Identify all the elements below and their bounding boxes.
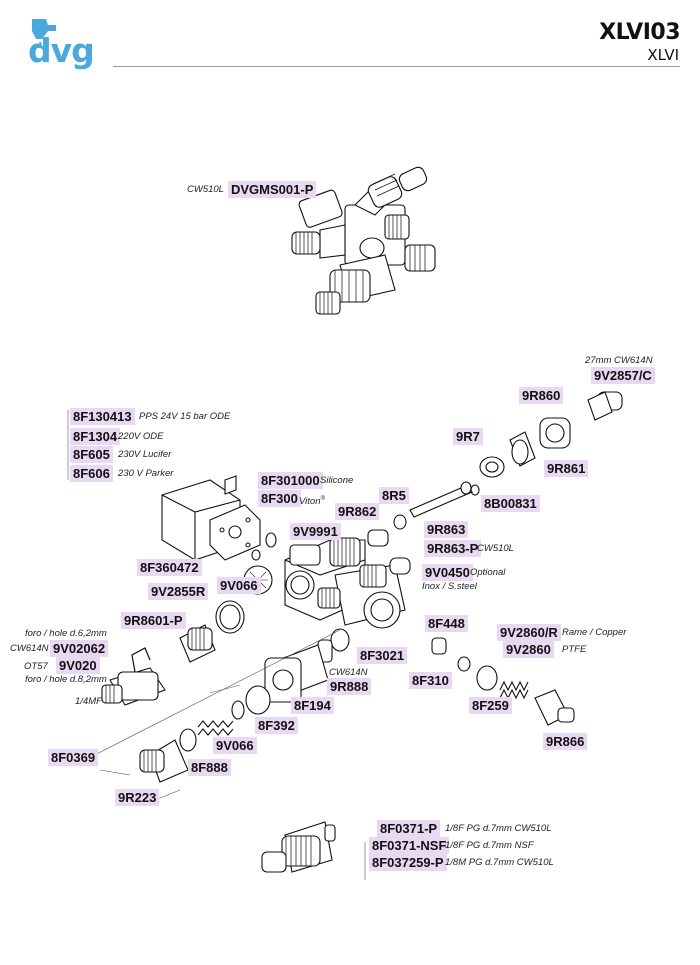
header-rule bbox=[113, 66, 680, 67]
label-8f301000[interactable]: 8F301000 bbox=[258, 472, 323, 489]
label-9v066-a[interactable]: 9V066 bbox=[217, 577, 261, 594]
label-8f259[interactable]: 8F259 bbox=[469, 697, 512, 714]
page-subtitle: XLVI bbox=[647, 46, 679, 64]
note-9v0450-material: Inox / S.steel bbox=[422, 581, 477, 592]
label-9r862[interactable]: 9R862 bbox=[335, 503, 380, 520]
leader-lines bbox=[67, 410, 366, 880]
label-8f0371nsf[interactable]: 8F0371-NSF bbox=[369, 837, 450, 854]
note-9r888-material: CW614N bbox=[329, 667, 368, 678]
note-hole-8-2: foro / hole d.8,2mm bbox=[25, 674, 107, 685]
note-8f0371p: 1/8F PG d.7mm CW510L bbox=[445, 823, 552, 834]
oring-drawing bbox=[265, 532, 277, 548]
label-8f605[interactable]: 8F605 bbox=[70, 446, 113, 463]
label-9r888[interactable]: 9R888 bbox=[327, 678, 372, 695]
label-9v2857c[interactable]: 9V2857/C bbox=[591, 367, 655, 384]
label-9v020[interactable]: 9V020 bbox=[56, 657, 100, 674]
label-8f360472[interactable]: 8F360472 bbox=[137, 559, 202, 576]
registered-mark: ® bbox=[320, 496, 325, 502]
assembly-material-note: CW510L bbox=[187, 184, 224, 195]
upper-fittings-drawing bbox=[367, 391, 623, 575]
label-9v066-b[interactable]: 9V066 bbox=[213, 737, 257, 754]
note-8f301000: Silicone bbox=[320, 475, 354, 486]
note-9v0450: Optional bbox=[470, 567, 506, 578]
label-9r860[interactable]: 9R860 bbox=[519, 387, 564, 404]
right-fittings-drawing bbox=[431, 637, 575, 726]
note-8f037259p: 1/8M PG d.7mm CW510L bbox=[445, 857, 554, 868]
label-8f448[interactable]: 8F448 bbox=[425, 615, 468, 632]
label-8f606[interactable]: 8F606 bbox=[70, 465, 113, 482]
label-8f888[interactable]: 8F888 bbox=[188, 759, 231, 776]
label-8f130413[interactable]: 8F130413 bbox=[70, 408, 135, 425]
note-9v02062-material: CW614N bbox=[10, 643, 49, 654]
label-8f0371p[interactable]: 8F0371-P bbox=[377, 820, 441, 837]
label-8f300[interactable]: 8F300 bbox=[258, 490, 301, 507]
solenoid-coil-drawing bbox=[161, 475, 261, 561]
valve-body-drawing bbox=[284, 537, 406, 629]
mid-fittings-drawing bbox=[139, 628, 350, 783]
label-9v2860r[interactable]: 9V2860/R bbox=[497, 624, 561, 641]
note-8f606: 230 V Parker bbox=[118, 468, 174, 479]
dvg-logo-text: dvg bbox=[28, 31, 95, 70]
note-9v020-material: OT57 bbox=[24, 661, 48, 672]
note-9r863p: CW510L bbox=[477, 543, 514, 554]
bottom-jet-drawing bbox=[261, 821, 336, 873]
ball-valve-drawing bbox=[101, 647, 166, 706]
label-9v9991[interactable]: 9V9991 bbox=[290, 523, 341, 540]
label-9v2855r[interactable]: 9V2855R bbox=[148, 583, 209, 600]
label-8f194[interactable]: 8F194 bbox=[291, 697, 334, 714]
note-8f300-text: Viton bbox=[299, 496, 321, 508]
label-8f037259p[interactable]: 8F037259-P bbox=[369, 854, 447, 871]
note-14mf: 1/4MF bbox=[75, 696, 102, 707]
label-8f1304[interactable]: 8F1304 bbox=[70, 428, 121, 445]
label-8f0369[interactable]: 8F0369 bbox=[48, 749, 99, 766]
note-8f605: 230V Lucifer bbox=[118, 449, 172, 460]
note-8f0371nsf: 1/8F PG d.7mm NSF bbox=[445, 840, 534, 851]
note-8f130413: PPS 24V 15 bar ODE bbox=[139, 411, 231, 422]
note-hole-6-2: foro / hole d.6,2mm bbox=[25, 628, 107, 639]
label-9r863p[interactable]: 9R863-P bbox=[424, 540, 482, 557]
label-8r5[interactable]: 8R5 bbox=[379, 487, 409, 504]
label-8f310[interactable]: 8F310 bbox=[409, 672, 452, 689]
assembly-part-label[interactable]: DVGMS001-P bbox=[228, 181, 317, 198]
label-9r223[interactable]: 9R223 bbox=[115, 789, 160, 806]
label-8f3021[interactable]: 8F3021 bbox=[357, 647, 408, 664]
note-9v2857c: 27mm CW614N bbox=[585, 355, 653, 366]
note-9v2860r: Rame / Copper bbox=[562, 627, 627, 638]
note-8f1304: 220V ODE bbox=[118, 431, 164, 442]
label-9r7[interactable]: 9R7 bbox=[453, 428, 483, 445]
dvg-logo-tap-icon bbox=[32, 19, 56, 49]
note-8f300: Viton® bbox=[299, 493, 325, 508]
label-9r861[interactable]: 9R861 bbox=[544, 460, 589, 477]
label-9v02062[interactable]: 9V02062 bbox=[50, 640, 109, 657]
label-9r863[interactable]: 9R863 bbox=[424, 521, 469, 538]
page-code: XLVI03 bbox=[599, 20, 680, 45]
label-9v2860[interactable]: 9V2860 bbox=[503, 641, 554, 658]
label-8b00831[interactable]: 8B00831 bbox=[481, 495, 540, 512]
label-8f392[interactable]: 8F392 bbox=[255, 717, 298, 734]
label-9r866[interactable]: 9R866 bbox=[543, 733, 588, 750]
label-9v0450[interactable]: 9V0450 bbox=[422, 564, 473, 581]
label-9r8601p[interactable]: 9R8601-P bbox=[121, 612, 186, 629]
note-9v2860: PTFE bbox=[562, 644, 587, 655]
